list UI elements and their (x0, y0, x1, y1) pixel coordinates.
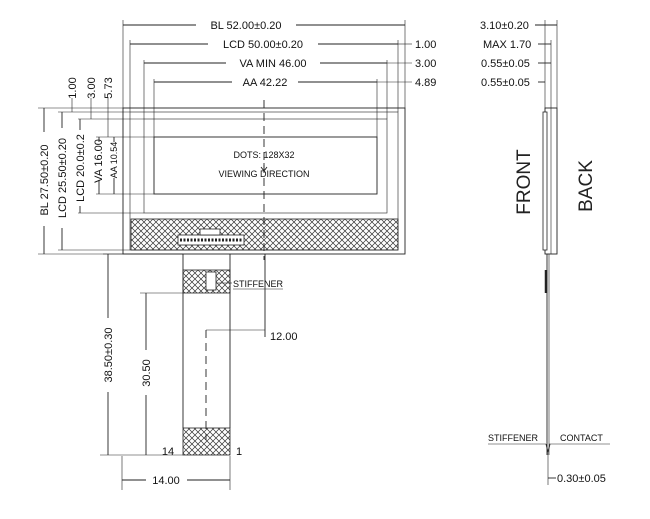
dim-top-offset-3: 5.73 (103, 77, 115, 98)
dim-lcd-height-2: LCD 20.0±0.2 (75, 134, 87, 202)
dim-aa-width: AA 42.22 (243, 77, 288, 89)
stiffener-label: STIFFENER (233, 279, 284, 289)
dim-offset-1: 1.00 (415, 39, 436, 51)
dim-aa-height: AA 10.54 (109, 142, 119, 179)
top-dimensions: BL 52.00±0.20 LCD 50.00±0.20 VA MIN 46.0… (122, 20, 436, 137)
side-contact-label: CONTACT (560, 433, 603, 443)
pin-14-label: 14 (162, 446, 174, 458)
dim-fpc-length: 38.50±0.30 (103, 328, 115, 383)
side-dim-thickness: 3.10±0.20 (480, 20, 529, 32)
dim-top-offset-2: 3.00 (86, 77, 98, 98)
dim-bl-width: BL 52.00±0.20 (210, 20, 281, 32)
connector-tab (199, 228, 221, 236)
side-view: 3.10±0.20 MAX 1.70 0.55±0.05 0.55±0.05 F… (480, 20, 610, 485)
viewing-arrow-head (260, 166, 268, 172)
dim-fpc-offset: 12.00 (270, 331, 298, 343)
dim-lcd-height: LCD 25.50±0.20 (57, 138, 69, 218)
dim-top-offset-1: 1.00 (67, 77, 79, 98)
left-dimensions: BL 27.50±0.20 LCD 25.50±0.20 LCD 20.0±0.… (38, 77, 154, 255)
dim-offset-3: 4.89 (415, 77, 436, 89)
front-view: DOTS: 128X32 VIEWING DIRECTION (122, 100, 406, 260)
back-label: BACK (576, 160, 597, 212)
contact-pad-region (182, 427, 231, 456)
dim-stiffener-length: 30.50 (141, 359, 153, 387)
pin-1-label: 1 (236, 446, 242, 458)
dim-fpc-width: 14.00 (152, 475, 180, 487)
side-stiffener-label: STIFFENER (488, 433, 539, 443)
dim-offset-2: 3.00 (415, 58, 436, 70)
side-dim-4: 0.55±0.05 (481, 77, 530, 89)
ic-hatched-region (130, 218, 399, 251)
side-dim-fpc-thickness: 0.30±0.05 (557, 473, 606, 485)
dim-va-height: VA 16.00 (93, 139, 105, 183)
dots-label: DOTS: 128X32 (233, 150, 294, 160)
fpc-tail: STIFFENER 14 1 38.50±0.30 30.50 12.00 14… (100, 253, 298, 490)
viewing-direction-label: VIEWING DIRECTION (218, 169, 309, 179)
viewing-area-outline (143, 118, 388, 214)
side-lcd-layer (542, 111, 548, 251)
side-dim-max: MAX 1.70 (483, 39, 531, 51)
dim-bl-height: BL 27.50±0.20 (39, 144, 51, 215)
active-area-outline (153, 136, 378, 195)
dim-va-width: VA MIN 46.00 (239, 58, 306, 70)
stiffener-marker (205, 271, 217, 291)
dim-lcd-width: LCD 50.00±0.20 (223, 39, 303, 51)
side-dim-3: 0.55±0.05 (481, 58, 530, 70)
front-label: FRONT (514, 149, 535, 215)
